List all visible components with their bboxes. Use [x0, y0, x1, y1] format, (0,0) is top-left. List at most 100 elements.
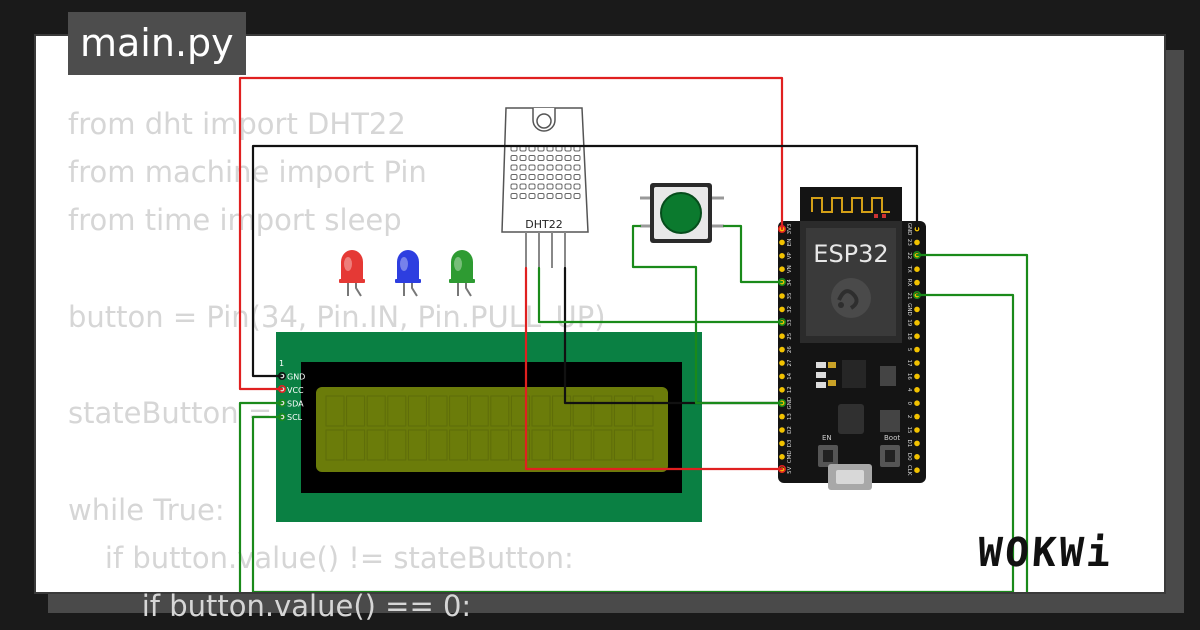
file-tab[interactable]: main.py: [68, 12, 246, 75]
code-line: from dht import DHT22: [68, 107, 406, 141]
dht22-vent: [564, 155, 572, 161]
esp32-pin-label: 3V3: [787, 223, 793, 234]
esp32-pin-label: 23: [906, 239, 912, 246]
wire-endpoint: [912, 251, 921, 260]
led[interactable]: [395, 250, 421, 297]
esp32-pin[interactable]: [779, 253, 785, 259]
lcd-cell: [449, 395, 469, 427]
wire-gnd-black: [251, 144, 919, 378]
lcd-cell: [613, 429, 633, 461]
lcd-cell: [366, 395, 386, 427]
esp32-pin[interactable]: [779, 306, 785, 313]
dht22-vent: [546, 193, 554, 199]
lcd-cell: [346, 395, 366, 427]
esp32-pin-label: GND: [787, 397, 793, 410]
lcd-pin-label: GND: [287, 373, 305, 382]
esp32-pin-label: GND: [906, 303, 912, 316]
esp32-pin-label: 34: [787, 279, 793, 286]
push-button[interactable]: [640, 183, 724, 243]
dht22-vent: [546, 174, 554, 180]
dht22-vent: [528, 174, 536, 180]
esp32-pin[interactable]: [914, 279, 920, 286]
lcd-cell: [634, 429, 654, 461]
dht22-vent: [564, 183, 572, 190]
esp32-pin[interactable]: [914, 266, 920, 273]
wire-endpoint: [777, 398, 786, 407]
dht22-vent: [564, 174, 572, 180]
esp32-pin-label: 0: [906, 401, 912, 405]
led[interactable]: [339, 250, 365, 297]
wire-sda: [238, 253, 1029, 592]
dht22-sensor[interactable]: DHT22: [501, 107, 589, 268]
esp32-pin-label: 13: [787, 413, 793, 420]
lcd-pin-label: VCC: [287, 386, 304, 395]
lcd-cell: [531, 429, 551, 461]
esp32-pin[interactable]: [914, 373, 920, 380]
esp32-pin[interactable]: [779, 427, 785, 433]
wire-button-a: [631, 224, 784, 405]
code-line: if button.value() == 0:: [68, 588, 472, 623]
esp32-pin[interactable]: [914, 454, 920, 460]
dht22-vent: [573, 174, 581, 180]
esp32-pin-label: VN: [787, 265, 793, 273]
esp32-pin-label: 35: [787, 292, 793, 299]
lcd-cell: [346, 429, 366, 461]
esp32-pin[interactable]: [779, 360, 785, 366]
esp32-pin-label: TX: [906, 265, 912, 273]
esp32-pin[interactable]: [914, 440, 920, 447]
dht22-vent: [519, 183, 527, 190]
esp32-pin[interactable]: [779, 239, 785, 246]
esp32-pin-label: 15: [906, 427, 912, 434]
lcd-cell: [593, 429, 613, 461]
esp32-pin[interactable]: [914, 320, 920, 326]
esp32-pin-label: D0: [906, 453, 912, 461]
esp32-pin[interactable]: [779, 266, 785, 273]
esp32-pin[interactable]: [914, 400, 920, 407]
dht22-vent: [546, 183, 554, 190]
esp32-pin[interactable]: [779, 333, 785, 340]
esp32-pin-label: CLK: [906, 465, 912, 476]
esp32-pin[interactable]: [914, 306, 920, 313]
lcd-cell: [387, 395, 407, 427]
wires: [238, 76, 1029, 592]
wire-endpoint: [912, 225, 921, 234]
esp32-pin[interactable]: [914, 333, 920, 340]
dht22-vent: [510, 193, 518, 199]
lcd-cell: [449, 429, 469, 461]
esp32-pin[interactable]: [914, 387, 920, 393]
led-group: [339, 250, 475, 297]
lcd-cell: [572, 395, 592, 427]
led[interactable]: [449, 250, 475, 297]
wire-endpoint: [277, 398, 286, 407]
esp32-pin[interactable]: [914, 360, 920, 366]
esp32-pin[interactable]: [779, 454, 785, 460]
code-line: button = Pin(34, Pin.IN, Pin.PULL_UP): [68, 299, 606, 334]
lcd-cell: [407, 429, 427, 461]
wire-dht-red: [524, 266, 784, 471]
lcd-cell: [428, 429, 448, 461]
esp32-pin[interactable]: [779, 413, 785, 420]
esp32-boot-label: Boot: [884, 434, 900, 442]
esp32-pin[interactable]: [914, 239, 920, 246]
esp32-pin[interactable]: [779, 373, 785, 380]
esp32-pin[interactable]: [914, 427, 920, 433]
esp32-pin[interactable]: [779, 293, 785, 299]
wire-scl: [251, 293, 1015, 592]
esp32-pin[interactable]: [914, 413, 920, 420]
esp32-pin[interactable]: [779, 346, 785, 353]
esp32-pin[interactable]: [914, 346, 920, 353]
esp32-pin-label: 25: [787, 332, 793, 339]
lcd-cell: [469, 395, 489, 427]
esp32-pin[interactable]: [779, 387, 785, 393]
esp32-pin-label: EN: [787, 239, 793, 247]
dht22-vent: [519, 193, 527, 199]
esp32-pin[interactable]: [914, 467, 920, 474]
esp32-pin-label: 27: [787, 359, 793, 366]
esp32-pin-label: 26: [787, 346, 793, 353]
esp32-board[interactable]: ESP32 EN Boot 3V3ENVPVN34353233252627141…: [778, 187, 926, 490]
wire-endpoint: [777, 464, 786, 473]
lcd-pin-label: 1: [279, 359, 284, 368]
esp32-pin[interactable]: [779, 440, 785, 447]
